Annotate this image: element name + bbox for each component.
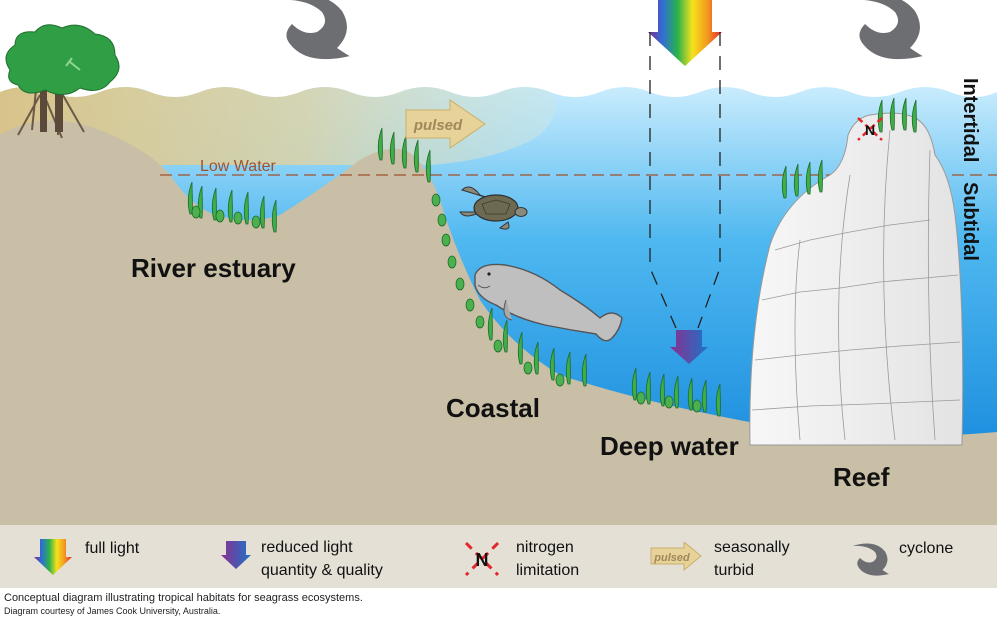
nitrogen-limitation-icon: N <box>857 117 883 141</box>
legend-cyclone: cyclone <box>850 525 990 588</box>
full-light-legend-icon <box>34 539 72 575</box>
cyclone-icon-left <box>277 0 351 60</box>
turbid-text-2: turbid <box>714 562 755 579</box>
cyclone-text: cyclone <box>899 540 954 557</box>
intertidal-label: Intertidal <box>959 78 981 162</box>
reef-label: Reef <box>833 462 890 492</box>
seabed <box>0 120 997 525</box>
turtle-icon <box>459 186 528 230</box>
reduced-light-legend-icon <box>221 541 251 569</box>
nitrogen-legend-icon: N <box>464 541 500 577</box>
seagrass-habitat-diagram: pulsed N Low Water River estuary Coastal… <box>0 0 997 525</box>
cyclone-icon-right <box>850 0 924 60</box>
legend-full-light: full light <box>30 525 200 588</box>
reduced-light-arrow-icon <box>670 330 708 364</box>
cyclone-legend-icon <box>852 543 890 576</box>
pulsed-legend-icon: pulsed <box>650 542 702 572</box>
reduced-light-text-2: quantity & quality <box>261 562 383 579</box>
turbid-text-1: seasonally <box>714 539 790 556</box>
river-estuary-label: River estuary <box>131 253 296 283</box>
svg-text:pulsed: pulsed <box>653 552 690 564</box>
pulsed-arrow-icon: pulsed <box>405 99 486 149</box>
reduced-light-text-1: reduced light <box>261 539 353 556</box>
legend: full light reduced light quantity & qual… <box>0 525 997 588</box>
legend-reduced-light: reduced light quantity & quality <box>216 525 416 588</box>
legend-seasonally-turbid: pulsed seasonally turbid <box>650 525 810 588</box>
full-light-arrow-icon <box>648 0 722 66</box>
dugong-icon <box>474 263 623 342</box>
light-attenuation-guides <box>649 32 721 329</box>
mangrove-tree-icon <box>5 24 120 139</box>
svg-text:N: N <box>865 122 875 138</box>
legend-nitrogen: N nitrogen limitation <box>460 525 620 588</box>
nitrogen-text-1: nitrogen <box>516 539 574 556</box>
svg-text:N: N <box>476 550 489 570</box>
caption-line-2: Diagram courtesy of James Cook Universit… <box>4 606 221 616</box>
nitrogen-text-2: limitation <box>516 562 580 579</box>
full-light-text: full light <box>85 540 140 557</box>
subtidal-label: Subtidal <box>959 182 981 261</box>
caption-line-1: Conceptual diagram illustrating tropical… <box>4 592 363 604</box>
deep-water-label: Deep water <box>600 431 739 461</box>
coral-reef <box>749 112 964 446</box>
pulsed-label: pulsed <box>413 117 463 134</box>
coastal-label: Coastal <box>446 393 540 423</box>
low-water-label: Low Water <box>200 158 277 175</box>
